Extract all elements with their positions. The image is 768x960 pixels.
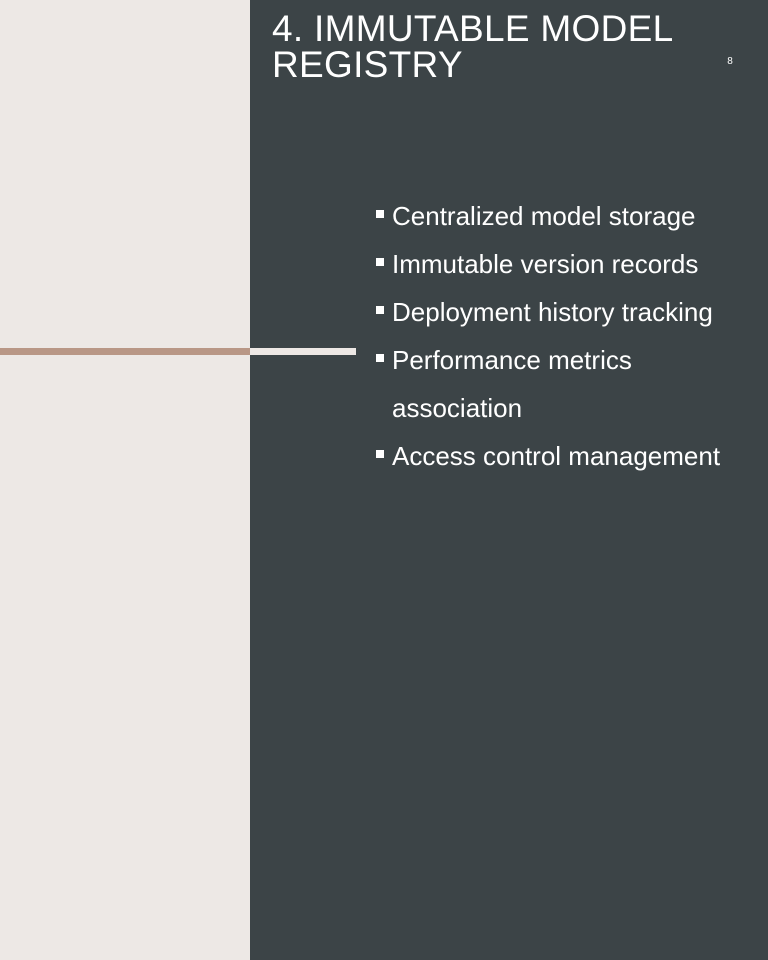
bullet-text: Centralized model storage xyxy=(392,201,696,231)
accent-line-right xyxy=(250,348,356,355)
bullet-item: Centralized model storage xyxy=(375,192,755,240)
slide-title: 4. IMMUTABLE MODEL REGISTRY xyxy=(272,8,673,85)
bullet-text: Deployment history tracking xyxy=(392,297,713,327)
bullet-item: Deployment history tracking xyxy=(375,288,755,336)
left-panel xyxy=(0,0,250,960)
bullet-text: Performance metrics association xyxy=(392,345,632,423)
bullet-item: Performance metrics association xyxy=(375,336,755,432)
accent-line-left xyxy=(0,348,250,355)
right-panel xyxy=(250,0,768,960)
slide-number: 8 xyxy=(727,56,733,67)
bullet-text: Immutable version records xyxy=(392,249,699,279)
bullet-list: Centralized model storage Immutable vers… xyxy=(375,192,755,480)
bullet-item: Access control management xyxy=(375,432,755,480)
square-bullet-icon xyxy=(376,306,384,314)
bullet-text: Access control management xyxy=(392,441,721,471)
square-bullet-icon xyxy=(376,258,384,266)
square-bullet-icon xyxy=(376,450,384,458)
square-bullet-icon xyxy=(376,210,384,218)
square-bullet-icon xyxy=(376,354,384,362)
bullet-item: Immutable version records xyxy=(375,240,755,288)
